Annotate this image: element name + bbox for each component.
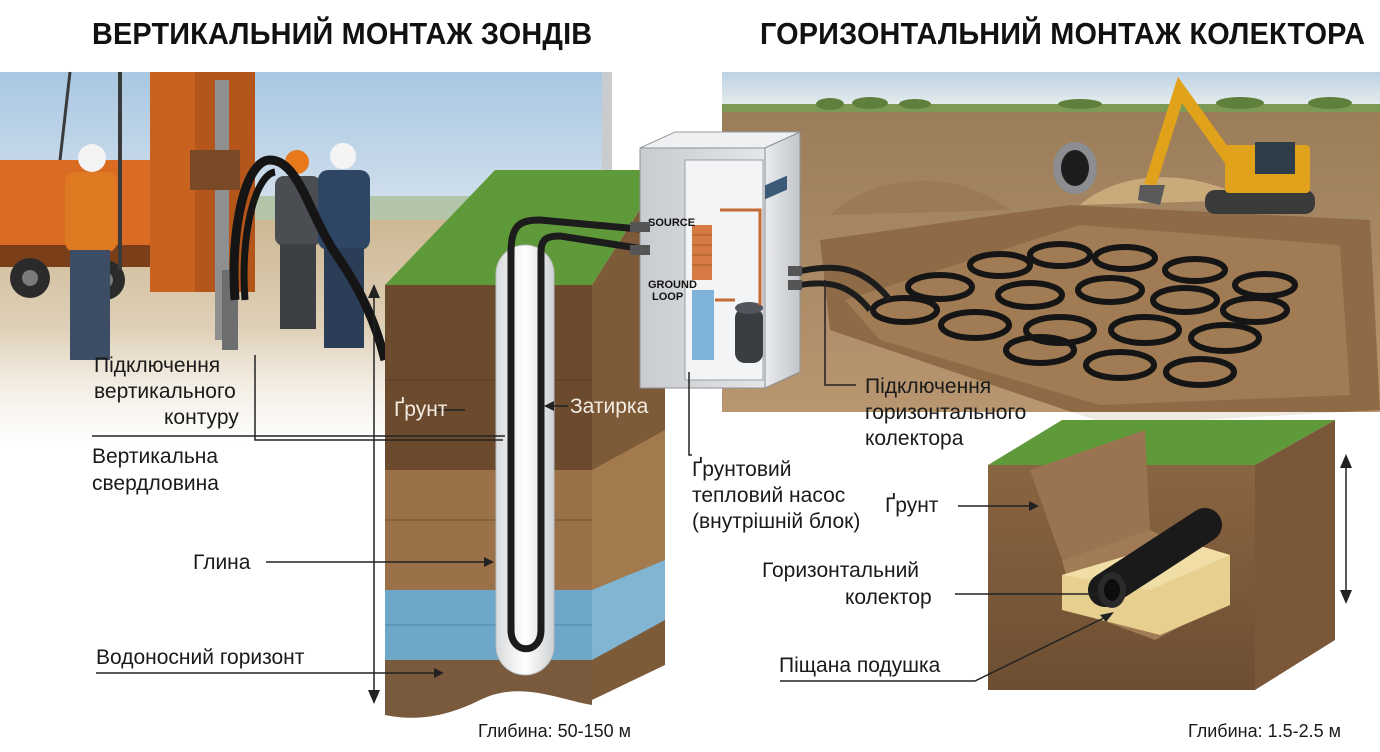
leader-lines bbox=[92, 280, 1114, 682]
worker-right bbox=[318, 143, 370, 348]
worker-middle bbox=[275, 150, 321, 329]
heat-pump-unit: SOURCE GROUND LOOP bbox=[630, 131, 802, 389]
label-collector-line1: Горизонтальний bbox=[762, 559, 919, 582]
label-sand-bed: Піщана подушка bbox=[779, 654, 941, 677]
label-soil-horizontal: Ґрунт bbox=[885, 494, 939, 517]
ground-loop-label-line2: LOOP bbox=[652, 291, 683, 303]
labels: Підключення вертикального контуру Вертик… bbox=[92, 354, 1341, 741]
label-vertical-connection-line3: контуру bbox=[164, 406, 239, 429]
label-clay: Глина bbox=[193, 551, 251, 574]
title-horizontal-installation: ГОРИЗОНТАЛЬНИЙ МОНТАЖ КОЛЕКТОРА bbox=[760, 16, 1366, 51]
label-soil-vertical: Ґрунт bbox=[394, 398, 448, 421]
label-heat-pump-line2: тепловий насос bbox=[692, 484, 845, 507]
label-vertical-connection-line1: Підключення bbox=[94, 354, 220, 377]
label-grout: Затирка bbox=[570, 395, 649, 418]
label-horizontal-connection-line1: Підключення bbox=[865, 375, 991, 398]
vertical-borehole-cross-section bbox=[368, 170, 665, 718]
horizontal-collector-coils bbox=[870, 241, 1298, 388]
label-heat-pump-line1: Ґрунтовий bbox=[692, 458, 791, 481]
excavator bbox=[1138, 76, 1315, 214]
label-depth-horizontal: Глибина: 1.5-2.5 м bbox=[1188, 721, 1341, 741]
title-vertical-installation: ВЕРТИКАЛЬНИЙ МОНТАЖ ЗОНДІВ bbox=[92, 16, 593, 51]
label-heat-pump-line3: (внутрішній блок) bbox=[692, 510, 860, 533]
label-aquifer: Водоносний горизонт bbox=[96, 646, 305, 669]
label-vertical-connection-line2: вертикального bbox=[94, 380, 236, 403]
label-depth-vertical: Глибина: 50-150 м bbox=[478, 721, 631, 741]
excavation-site-scene bbox=[722, 72, 1380, 452]
label-horizontal-connection-line3: колектора bbox=[865, 427, 964, 450]
source-label: SOURCE bbox=[648, 217, 695, 229]
label-borehole-line2: свердловина bbox=[92, 472, 219, 495]
label-horizontal-connection-line2: горизонтального bbox=[865, 401, 1026, 424]
label-collector-line2: колектор bbox=[845, 586, 932, 609]
ground-loop-label-line1: GROUND bbox=[648, 279, 697, 291]
label-borehole-line1: Вертикальна bbox=[92, 445, 218, 468]
worker-left bbox=[65, 144, 117, 360]
horizontal-collector-cross-section bbox=[988, 420, 1352, 690]
